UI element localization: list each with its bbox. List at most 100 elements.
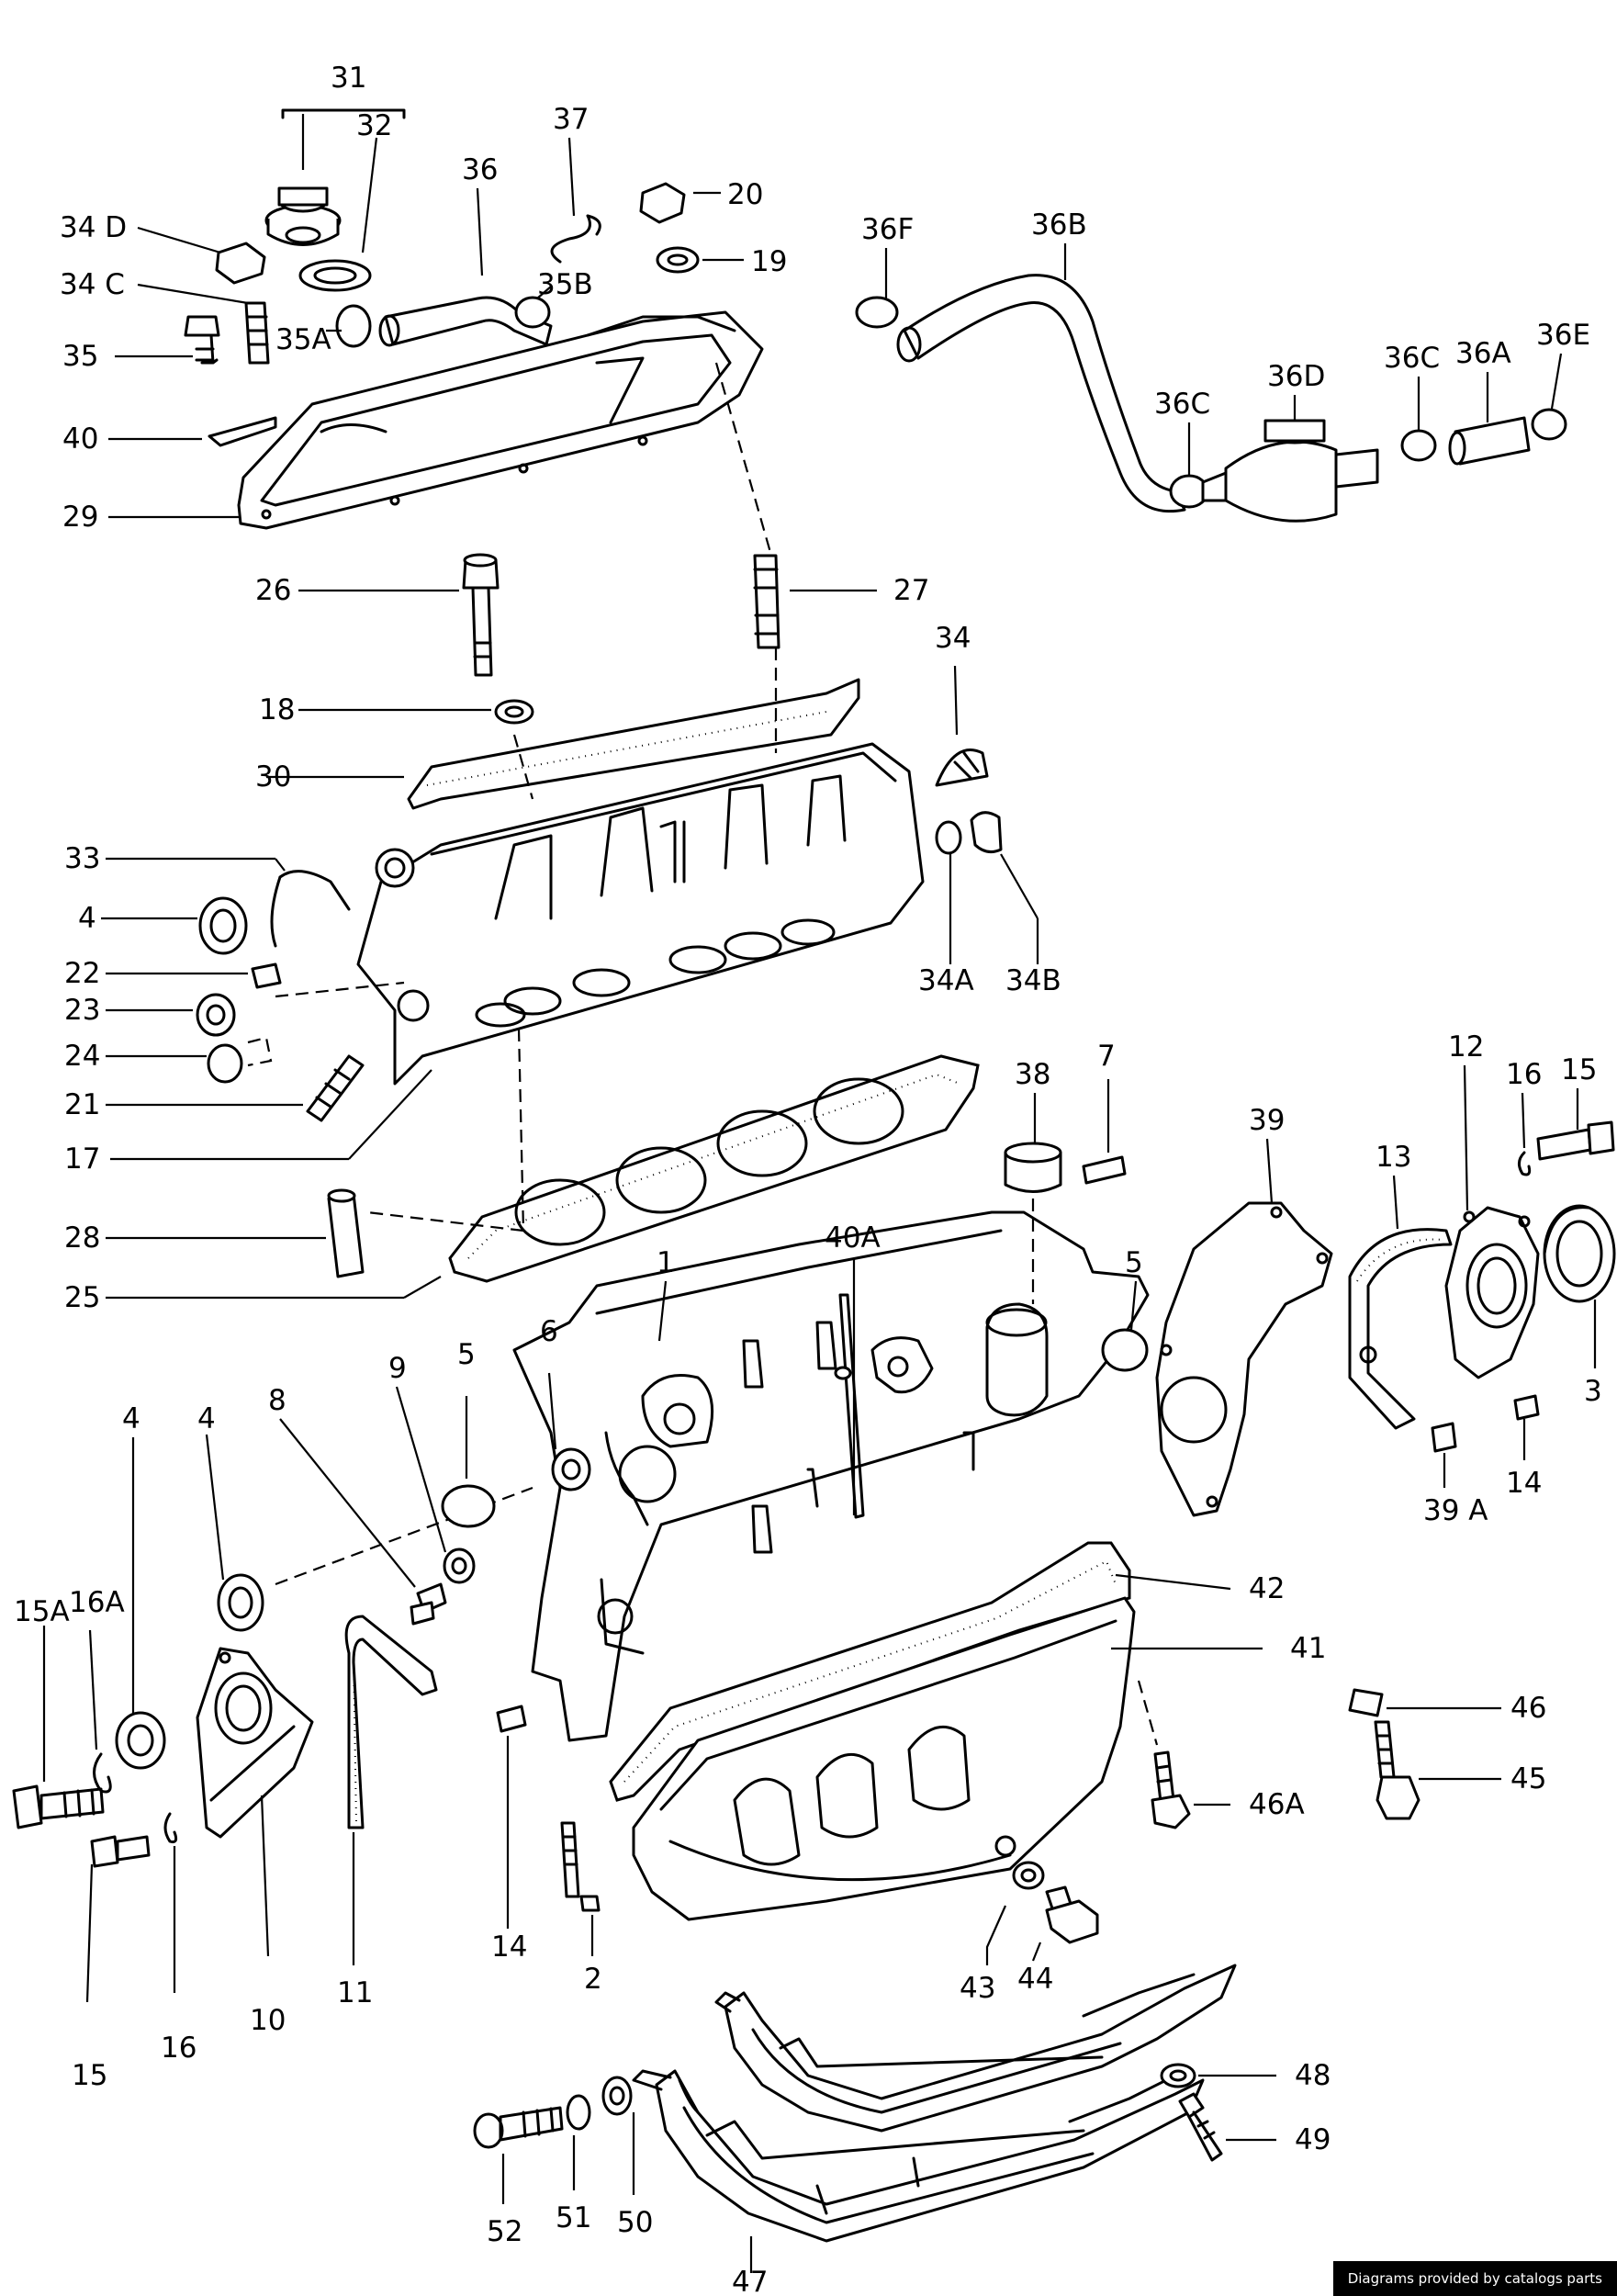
washer-50 bbox=[601, 2076, 635, 2195]
washer-19 bbox=[656, 246, 744, 274]
hose-clamp-36e bbox=[1531, 353, 1567, 441]
dowel-14-lower bbox=[496, 1705, 527, 1929]
label-39: 39 bbox=[1249, 1104, 1285, 1137]
hose-36a bbox=[1448, 372, 1531, 466]
label-38: 38 bbox=[1015, 1058, 1050, 1091]
lock-washer-16-lower bbox=[163, 1812, 178, 1993]
label-30: 30 bbox=[255, 760, 291, 793]
label-22: 22 bbox=[64, 957, 100, 990]
label-43: 43 bbox=[960, 1972, 995, 2005]
label-37: 37 bbox=[553, 103, 589, 136]
label-36f: 36F bbox=[861, 213, 914, 246]
label-48: 48 bbox=[1295, 2059, 1331, 2092]
seal-23 bbox=[106, 993, 236, 1037]
label-7: 7 bbox=[1097, 1040, 1116, 1073]
rear-seal-3 bbox=[1543, 1204, 1616, 1368]
spring-clip-33 bbox=[106, 857, 351, 948]
gasket-11 bbox=[344, 1615, 438, 1965]
label-15-right: 15 bbox=[1561, 1053, 1597, 1086]
hose-clamp-36c-right bbox=[1400, 377, 1437, 462]
label-32: 32 bbox=[356, 109, 392, 142]
oil-pan-41 bbox=[632, 1596, 1263, 1921]
label-36d: 36D bbox=[1267, 360, 1325, 393]
label-46a: 46A bbox=[1249, 1788, 1305, 1821]
washer-43 bbox=[985, 1861, 1045, 1965]
plug-5-right bbox=[1101, 1280, 1149, 1372]
label-34: 34 bbox=[935, 622, 971, 655]
label-52: 52 bbox=[487, 2215, 522, 2248]
washer-18 bbox=[298, 699, 534, 725]
label-40: 40 bbox=[62, 422, 98, 456]
label-27: 27 bbox=[893, 574, 929, 607]
dowel-7 bbox=[1082, 1079, 1127, 1185]
label-35: 35 bbox=[62, 340, 98, 373]
washer-48 bbox=[1160, 2063, 1276, 2088]
label-34b: 34B bbox=[1005, 964, 1061, 997]
seal-4-front bbox=[205, 1434, 264, 1632]
stud-27 bbox=[753, 554, 877, 649]
bolt-15a bbox=[12, 1626, 105, 1829]
oil-dipstick-tube-40a bbox=[834, 1258, 865, 1519]
pan-gasket-42 bbox=[609, 1541, 1231, 1802]
hose-clamp-35b bbox=[514, 286, 552, 329]
label-9: 9 bbox=[388, 1352, 407, 1385]
hose-clamp-36f bbox=[855, 248, 899, 329]
stud-34c bbox=[137, 283, 270, 365]
label-19: 19 bbox=[751, 245, 787, 278]
credit-badge: Diagrams provided by catalogs parts bbox=[1332, 2261, 1617, 2296]
label-20: 20 bbox=[727, 178, 763, 211]
plug-24 bbox=[106, 1043, 243, 1084]
label-16-lower: 16 bbox=[161, 2032, 197, 2065]
dowel-28 bbox=[106, 1188, 365, 1278]
clip-37 bbox=[550, 137, 601, 264]
screw-49 bbox=[1178, 2092, 1276, 2162]
label-41: 41 bbox=[1290, 1632, 1326, 1665]
label-31: 31 bbox=[331, 62, 366, 95]
label-4-front: 4 bbox=[197, 1402, 216, 1435]
lock-washer-51 bbox=[566, 2094, 591, 2190]
label-15a: 15A bbox=[14, 1595, 70, 1628]
label-5-right: 5 bbox=[1125, 1246, 1143, 1279]
plate-46 bbox=[1348, 1688, 1501, 1717]
seal-4-left bbox=[115, 1437, 166, 1770]
bolt-15-right bbox=[1536, 1088, 1615, 1161]
oil-filler-cap bbox=[264, 108, 406, 246]
label-26: 26 bbox=[255, 574, 291, 607]
bolt-46a bbox=[1151, 1750, 1230, 1829]
label-6: 6 bbox=[540, 1315, 558, 1348]
oil-separator-36d bbox=[1201, 395, 1379, 523]
bolt-15-lower bbox=[85, 1835, 151, 2003]
nut-34d bbox=[137, 226, 266, 285]
label-35a: 35A bbox=[275, 323, 331, 356]
plug-5-left bbox=[441, 1396, 496, 1528]
label-24: 24 bbox=[64, 1040, 100, 1073]
gasket-30 bbox=[266, 678, 860, 810]
front-cover-10 bbox=[196, 1647, 314, 1957]
nut-20 bbox=[639, 182, 721, 224]
filler-cap-seal bbox=[298, 137, 378, 292]
gasket-40 bbox=[108, 416, 277, 447]
label-4-head: 4 bbox=[78, 902, 96, 935]
label-46: 46 bbox=[1510, 1692, 1546, 1725]
bolt-35 bbox=[115, 315, 220, 365]
label-5-left: 5 bbox=[457, 1338, 476, 1371]
label-29: 29 bbox=[62, 501, 98, 534]
valve-cover-29 bbox=[108, 310, 764, 530]
washer-9 bbox=[395, 1386, 476, 1584]
label-23: 23 bbox=[64, 994, 100, 1027]
label-36c-left: 36C bbox=[1154, 388, 1210, 421]
label-2: 2 bbox=[584, 1963, 602, 1996]
label-17: 17 bbox=[64, 1142, 100, 1176]
label-14-lower: 14 bbox=[491, 1930, 527, 1964]
seal-6 bbox=[547, 1372, 591, 1491]
label-36e: 36E bbox=[1536, 319, 1590, 352]
bolt-2 bbox=[560, 1821, 601, 1956]
label-34c: 34 C bbox=[60, 268, 125, 301]
label-8: 8 bbox=[268, 1384, 286, 1417]
plug-22 bbox=[106, 962, 282, 989]
hose-clamp-35a bbox=[326, 304, 372, 348]
skid-plate-47 bbox=[632, 1964, 1237, 2273]
label-15-lower: 15 bbox=[72, 2059, 107, 2092]
label-33: 33 bbox=[64, 842, 100, 875]
